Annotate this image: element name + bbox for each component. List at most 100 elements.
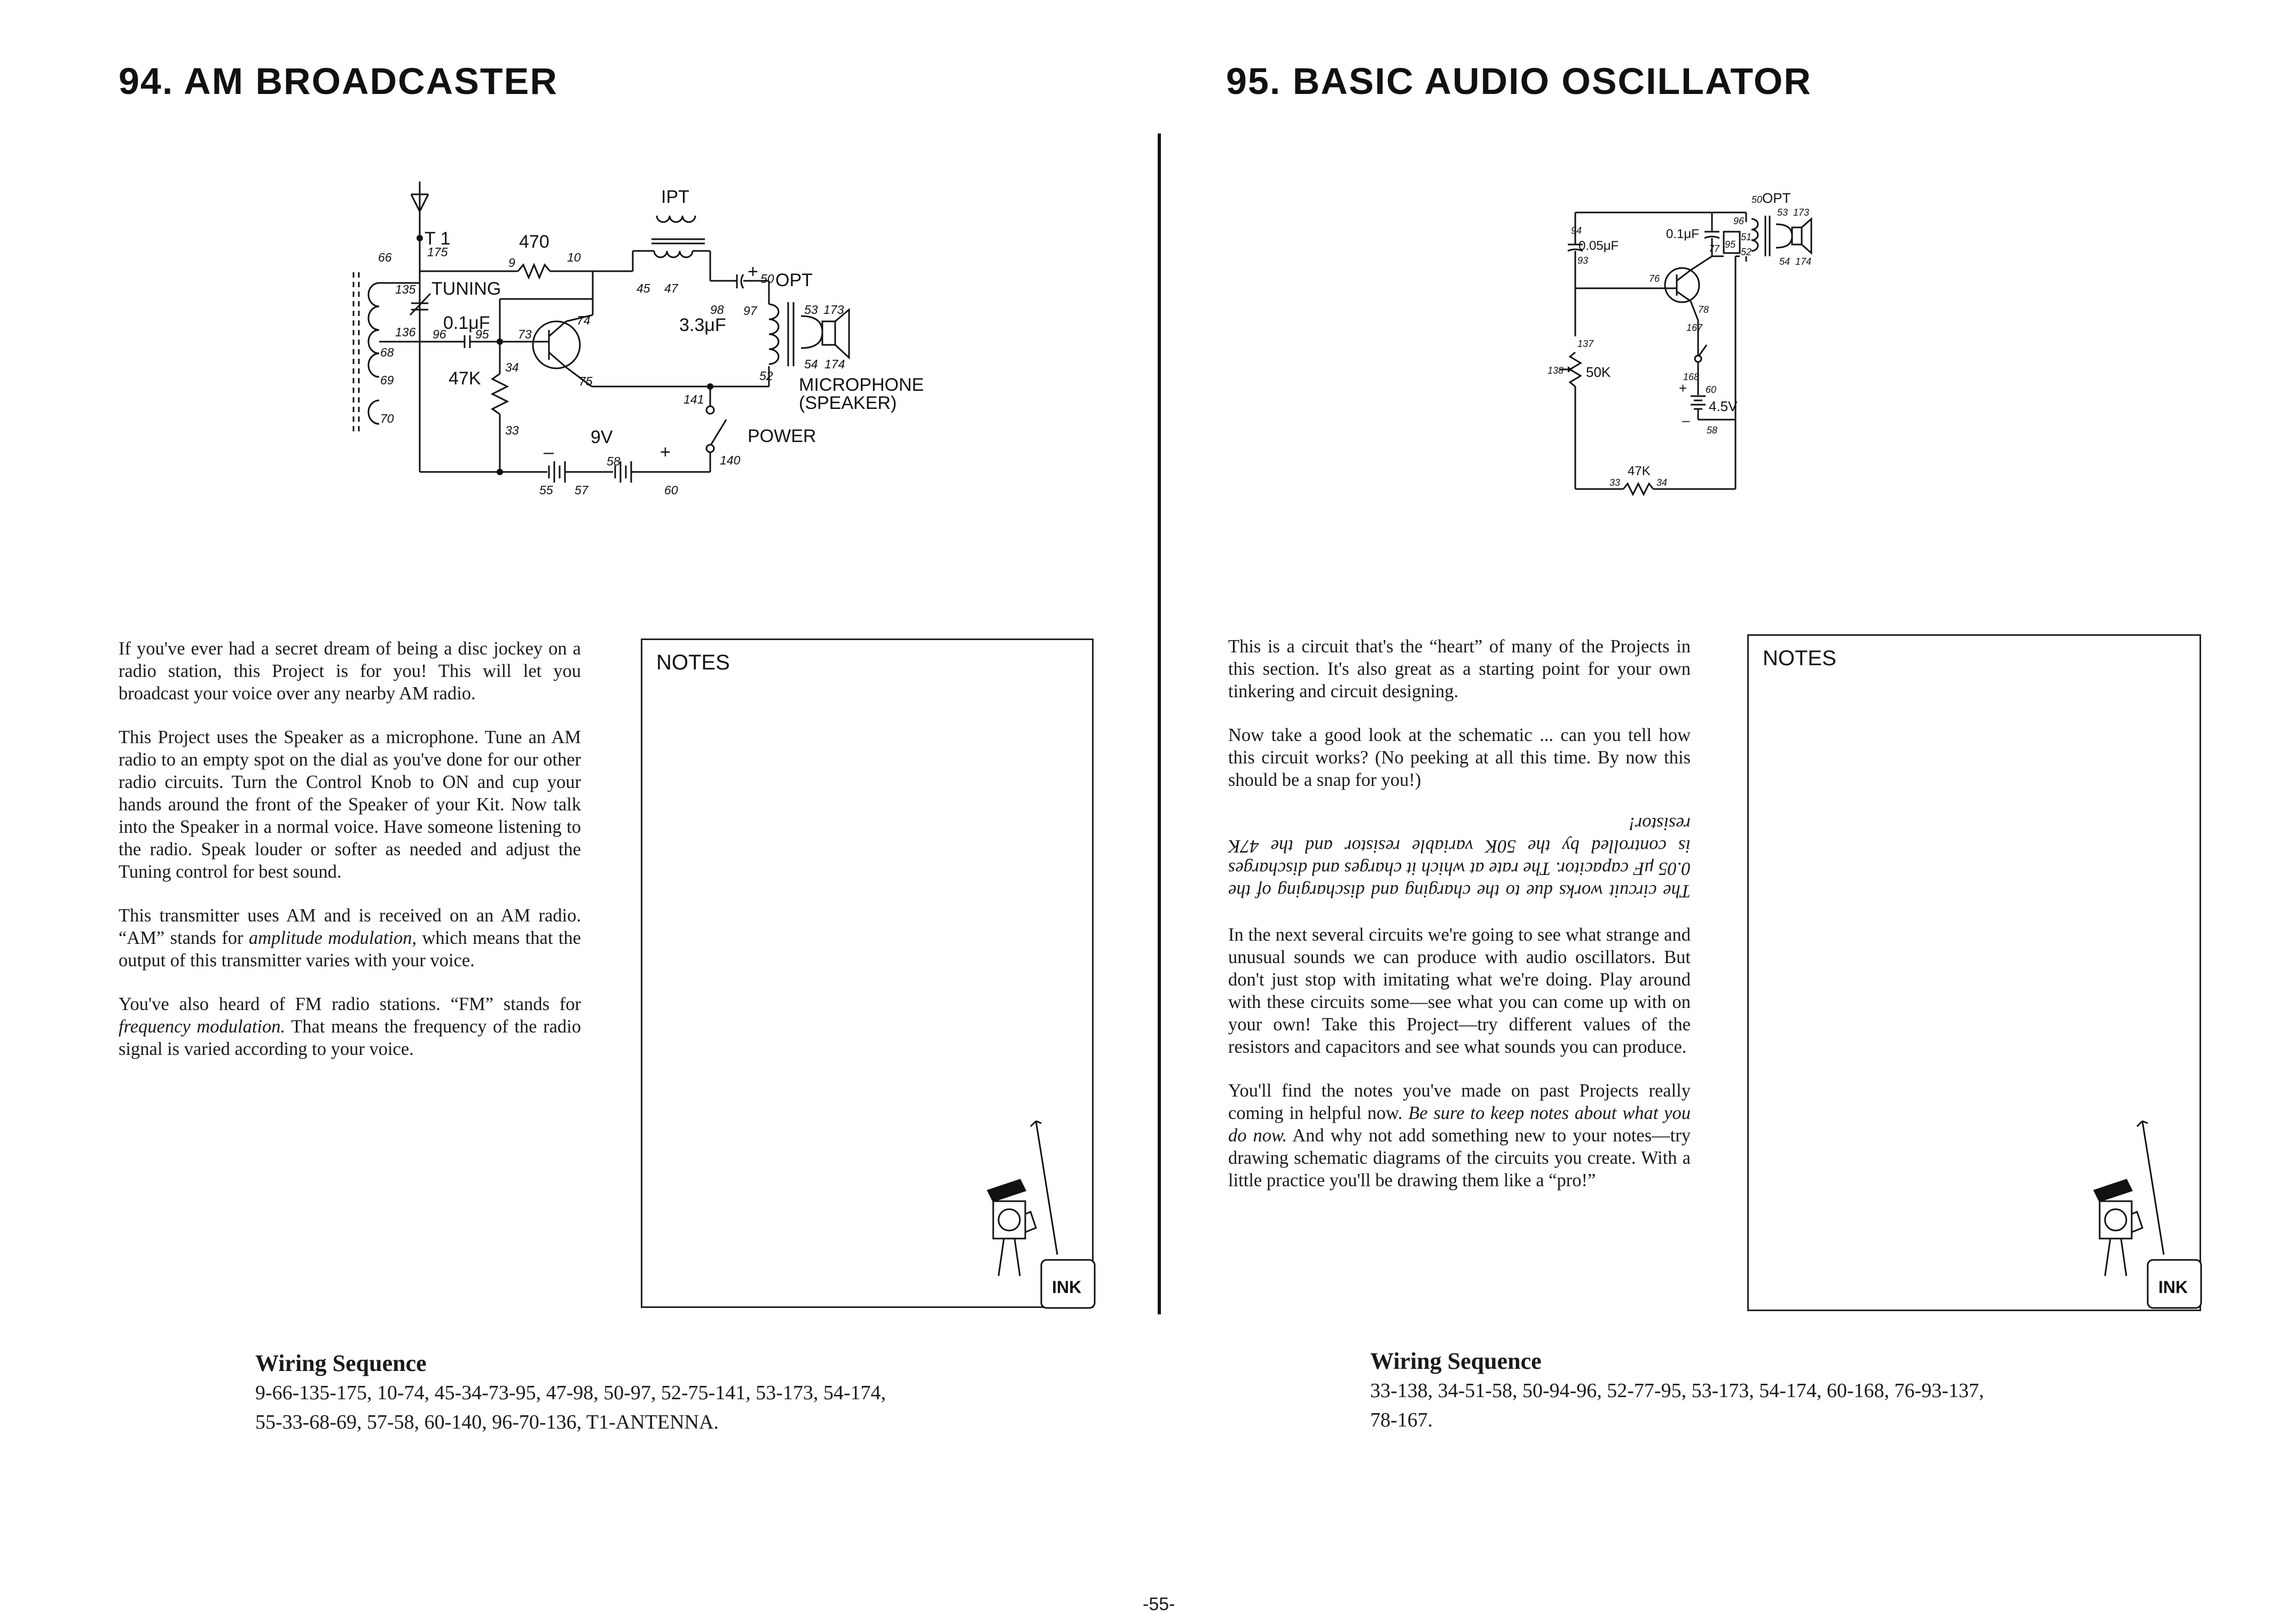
svg-text:10: 10 — [567, 250, 581, 264]
right-notes-label: NOTES — [1763, 647, 1836, 670]
svg-text:93: 93 — [1577, 255, 1588, 266]
label-plus-50: + — [748, 262, 758, 282]
svg-text:141: 141 — [684, 392, 704, 406]
svg-text:173: 173 — [1793, 207, 1809, 218]
ink-mascot-icon-right: INK — [2093, 1120, 2202, 1309]
project-95-title: 95. BASIC AUDIO OSCILLATOR — [1226, 60, 1812, 102]
label-47k: 47K — [449, 368, 481, 389]
svg-text:98: 98 — [710, 303, 724, 317]
right-paragraph-3: In the next several circuits we're going… — [1228, 925, 1691, 1057]
left-ink-label: INK — [1052, 1278, 1081, 1297]
right-notes-box: NOTES — [1747, 634, 2201, 1311]
left-paragraph-4: You've also heard of FM radio stations. … — [119, 994, 581, 1059]
label-01uf-r: 0.1μF — [1666, 227, 1699, 241]
label-470: 470 — [519, 232, 549, 252]
svg-text:173: 173 — [823, 303, 844, 317]
label-plus: + — [660, 442, 671, 462]
svg-text:175: 175 — [427, 245, 448, 259]
transistor-icon-r — [1661, 267, 1700, 303]
svg-text:136: 136 — [395, 325, 416, 339]
label-9v: 9V — [591, 427, 613, 447]
left-body-text: If you've ever had a secret dream of bei… — [119, 637, 581, 1082]
transistor-icon — [532, 320, 581, 369]
svg-text:95: 95 — [475, 327, 489, 341]
svg-text:96: 96 — [1733, 216, 1745, 226]
label-opt: OPT — [775, 270, 813, 290]
svg-text:60: 60 — [1706, 384, 1716, 395]
label-plus-r: + — [1679, 380, 1687, 396]
svg-text:66: 66 — [378, 250, 392, 264]
svg-text:50: 50 — [1751, 194, 1762, 205]
label-45v: 4.5V — [1709, 398, 1738, 414]
ipt-transformer — [651, 215, 705, 258]
ink-mascot-icon: INK — [986, 1120, 1096, 1309]
project-94-title: 94. AM BROADCASTER — [119, 60, 558, 102]
svg-text:60: 60 — [664, 483, 678, 497]
svg-text:45: 45 — [637, 281, 650, 295]
svg-text:77: 77 — [1709, 243, 1720, 254]
left-notes-label: NOTES — [656, 651, 730, 674]
right-wiring-sequence: 33-138, 34-51-58, 50-94-96, 52-77-95, 53… — [1370, 1379, 1984, 1431]
battery-45v-icon — [1691, 395, 1706, 410]
svg-text:53: 53 — [804, 303, 818, 317]
right-paragraph-4: You'll find the notes you've made on pas… — [1228, 1081, 1691, 1191]
svg-text:54: 54 — [804, 357, 818, 371]
svg-text:33: 33 — [505, 423, 519, 437]
svg-text:57: 57 — [575, 483, 589, 497]
label-opt-r: OPT — [1762, 190, 1791, 206]
svg-text:58: 58 — [607, 454, 620, 468]
page-divider — [1158, 133, 1161, 1314]
svg-text:137: 137 — [1577, 338, 1594, 349]
label-ipt: IPT — [661, 187, 689, 207]
svg-text:69: 69 — [380, 373, 394, 387]
svg-text:68: 68 — [380, 345, 394, 359]
left-wiring-sequence: 9-66-135-175, 10-74, 45-34-73-95, 47-98,… — [255, 1382, 886, 1433]
svg-text:47: 47 — [664, 281, 679, 295]
label-47k-r: 47K — [1628, 464, 1651, 478]
svg-text:167: 167 — [1686, 322, 1703, 333]
label-power: POWER — [748, 426, 816, 446]
svg-text:51: 51 — [1741, 232, 1751, 242]
svg-text:78: 78 — [1698, 304, 1709, 315]
label-minus: – — [544, 442, 554, 462]
page-number: -55- — [1143, 1594, 1175, 1614]
svg-text:140: 140 — [720, 453, 741, 467]
svg-text:75: 75 — [579, 374, 593, 388]
svg-text:174: 174 — [824, 357, 845, 371]
svg-text:76: 76 — [1649, 273, 1660, 284]
left-paragraph-2: This Project uses the Speaker as a micro… — [119, 727, 581, 882]
svg-text:34: 34 — [1656, 477, 1667, 488]
label-t1: T 1 — [425, 228, 451, 249]
right-body-text: This is a circuit that's the “heart” of … — [1228, 635, 1691, 1213]
left-paragraph-1: If you've ever had a secret dream of bei… — [119, 638, 581, 704]
power-switch-icon — [710, 419, 727, 445]
svg-text:58: 58 — [1707, 425, 1717, 436]
svg-text:94: 94 — [1571, 225, 1582, 236]
svg-text:135: 135 — [395, 282, 416, 296]
svg-text:97: 97 — [743, 304, 758, 318]
opt-transformer-r — [1751, 216, 1771, 256]
label-tuning: TUNING — [431, 279, 501, 299]
opt-transformer — [768, 302, 795, 366]
svg-text:54: 54 — [1779, 256, 1790, 267]
svg-text:73: 73 — [518, 327, 532, 341]
svg-text:95: 95 — [1725, 239, 1736, 250]
audio-oscillator-schematic: OPT 50 53 173 54 174 96 51 52 95 0.1μF 7… — [1548, 190, 1812, 496]
speaker-icon-r — [1776, 217, 1812, 255]
label-01uf: 0.1μF — [443, 313, 490, 333]
svg-text:168: 168 — [1683, 372, 1699, 382]
svg-text:9: 9 — [508, 256, 515, 270]
label-005uf: 0.05μF — [1578, 239, 1619, 253]
svg-text:52: 52 — [1741, 247, 1751, 257]
svg-text:55: 55 — [539, 483, 553, 497]
svg-text:53: 53 — [1777, 207, 1788, 218]
am-broadcaster-schematic: T 1 175 66 470 9 10 135 136 68 69 70 TUN… — [352, 182, 924, 497]
right-paragraph-1: This is a circuit that's the “heart” of … — [1228, 636, 1691, 701]
left-paragraph-3: This transmitter uses AM and is received… — [119, 905, 581, 971]
battery-9v-icon — [539, 461, 673, 483]
svg-text:74: 74 — [577, 313, 591, 327]
ferrite-coil — [352, 272, 380, 432]
svg-text:174: 174 — [1795, 256, 1811, 267]
svg-text:50: 50 — [760, 272, 774, 286]
right-paragraph-2: Now take a good look at the schematic ..… — [1228, 725, 1691, 790]
